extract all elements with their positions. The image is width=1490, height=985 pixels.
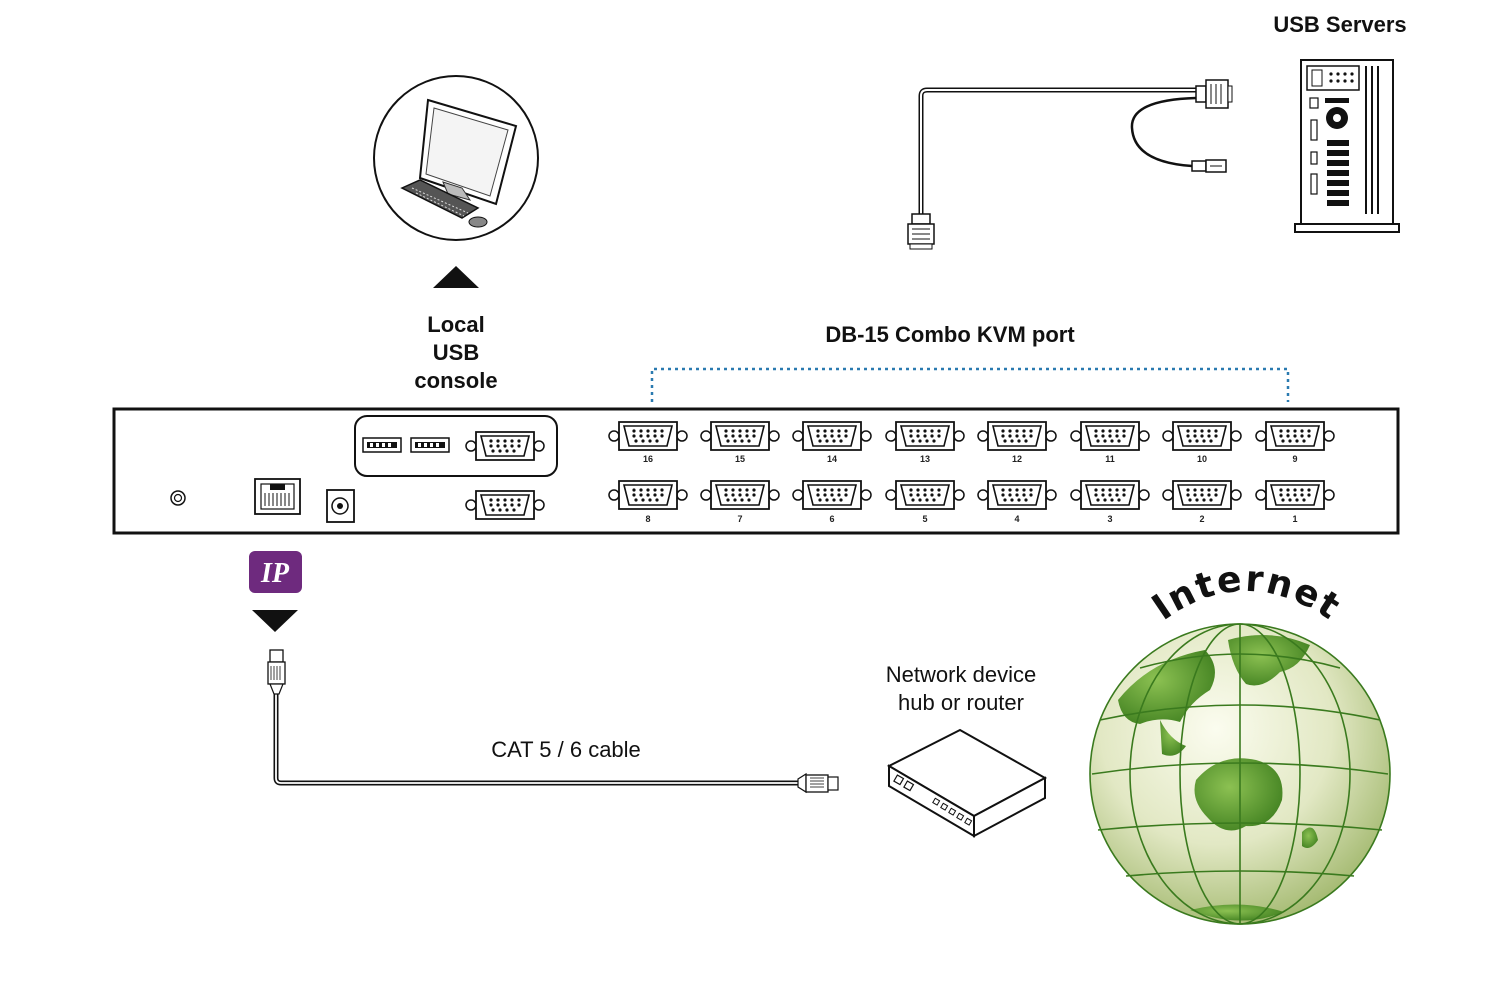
kvm-port-number: 9 bbox=[1292, 454, 1297, 464]
kvm-port-number: 5 bbox=[922, 514, 927, 524]
internet-globe-illustration: Internet bbox=[1089, 559, 1391, 925]
globe-icon bbox=[1089, 623, 1391, 925]
local-console-illustration: Local USB console bbox=[373, 75, 539, 393]
network-device-label-2: hub or router bbox=[898, 690, 1024, 715]
network-device-illustration: Network device hub or router bbox=[886, 662, 1048, 838]
port-bracket bbox=[650, 367, 1290, 402]
kvm-port-number: 10 bbox=[1197, 454, 1207, 464]
kvm-port-grid: 16 15 14 13 12 11 10 9 8 7 6 5 4 3 2 1 bbox=[608, 421, 1335, 524]
kvm-port-number: 14 bbox=[827, 454, 837, 464]
local-console-label-1: Local bbox=[427, 312, 484, 337]
ip-badge-text: IP bbox=[260, 558, 290, 589]
kvm-port-13 bbox=[885, 421, 965, 451]
kvm-port-14 bbox=[792, 421, 872, 451]
usb-port-icon bbox=[410, 437, 450, 453]
local-console-label-3: console bbox=[414, 368, 497, 393]
cat-cable: CAT 5 / 6 cable bbox=[267, 649, 839, 794]
ip-badge: IP bbox=[249, 551, 302, 593]
lan-port-icon bbox=[254, 478, 301, 515]
cat-cable-label: CAT 5 / 6 cable bbox=[491, 737, 641, 762]
usb-server-illustration: USB Servers bbox=[907, 12, 1407, 250]
rj45-plug-icon bbox=[267, 649, 286, 695]
mouse-icon bbox=[468, 216, 488, 228]
rj45-plug-icon bbox=[797, 772, 839, 794]
kvm-port-number: 2 bbox=[1199, 514, 1204, 524]
ground-screw-icon bbox=[170, 490, 186, 506]
usb-port-icon bbox=[362, 437, 402, 453]
kvm-port-9 bbox=[1255, 421, 1335, 451]
kvm-port-number: 12 bbox=[1012, 454, 1022, 464]
server-tower-icon bbox=[1294, 59, 1400, 233]
computer-monitor-icon bbox=[418, 98, 518, 206]
kvm-switch-rear-panel: 16 15 14 13 12 11 10 9 8 7 6 5 4 3 2 1 bbox=[112, 407, 1400, 535]
kvm-port-8 bbox=[608, 480, 688, 510]
kvm-port-2 bbox=[1162, 480, 1242, 510]
kvm-port-number: 6 bbox=[829, 514, 834, 524]
kvm-port-number: 1 bbox=[1292, 514, 1297, 524]
vga-port-icon bbox=[465, 431, 545, 461]
kvm-port-number: 8 bbox=[645, 514, 650, 524]
internet-label: Internet bbox=[1145, 559, 1348, 629]
kvm-port-3 bbox=[1070, 480, 1150, 510]
kvm-port-number: 7 bbox=[737, 514, 742, 524]
kvm-port-11 bbox=[1070, 421, 1150, 451]
kvm-port-number: 4 bbox=[1014, 514, 1019, 524]
kvm-port-number: 15 bbox=[735, 454, 745, 464]
kvm-combo-cable bbox=[907, 79, 1233, 250]
keyboard-icon bbox=[400, 179, 480, 219]
usb-connector-icon bbox=[1191, 159, 1227, 173]
kvm-port-7 bbox=[700, 480, 780, 510]
kvm-port-number: 11 bbox=[1105, 454, 1115, 464]
router-icon bbox=[886, 728, 1048, 838]
usb-servers-label: USB Servers bbox=[1273, 12, 1406, 37]
down-arrow-icon bbox=[252, 610, 298, 632]
kvm-port-10 bbox=[1162, 421, 1242, 451]
console-port-group bbox=[354, 415, 558, 477]
kvm-port-number: 13 bbox=[920, 454, 930, 464]
local-console-label-2: USB bbox=[433, 340, 479, 365]
kvm-port-6 bbox=[792, 480, 872, 510]
kvm-port-15 bbox=[700, 421, 780, 451]
kvm-port-1 bbox=[1255, 480, 1335, 510]
kvm-port-16 bbox=[608, 421, 688, 451]
vga-port-icon bbox=[465, 490, 545, 520]
network-device-label-1: Network device bbox=[886, 662, 1036, 687]
kvm-port-number: 3 bbox=[1107, 514, 1112, 524]
vga-connector-icon bbox=[1195, 79, 1233, 109]
kvm-port-5 bbox=[885, 480, 965, 510]
kvm-port-number: 16 bbox=[643, 454, 653, 464]
kvm-port-12 bbox=[977, 421, 1057, 451]
up-arrow-icon bbox=[433, 266, 479, 288]
vga-connector-icon bbox=[907, 213, 935, 250]
power-jack-icon bbox=[326, 489, 355, 523]
db15-port-label: DB-15 Combo KVM port bbox=[825, 322, 1075, 347]
kvm-port-4 bbox=[977, 480, 1057, 510]
